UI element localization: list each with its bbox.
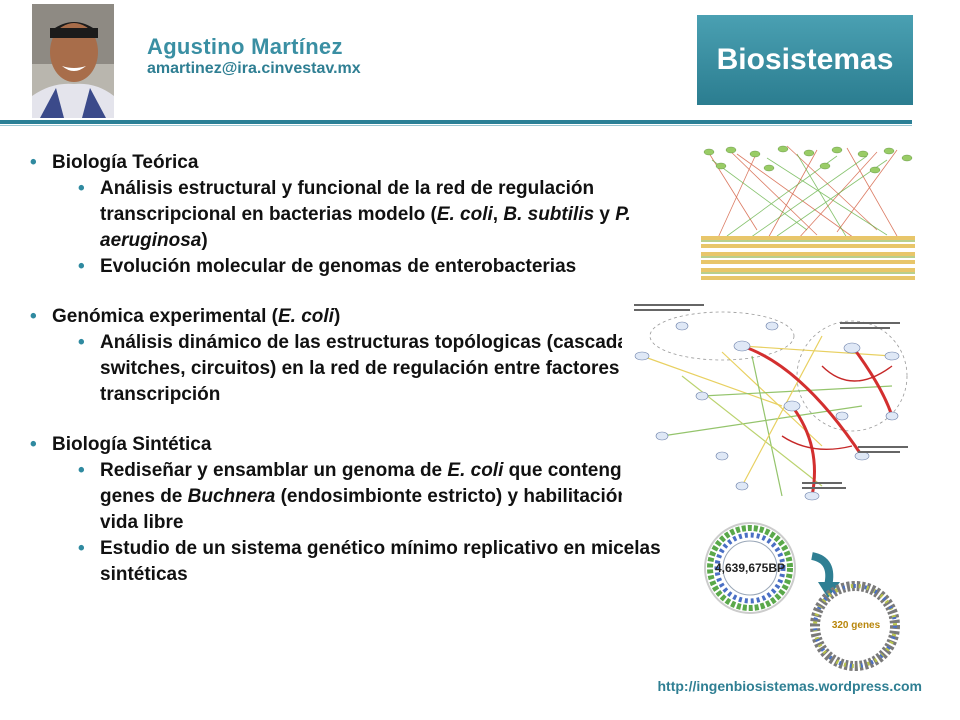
bullet-icon: • [78,332,85,353]
content-list: • Biología Teórica • Análisis estructura… [30,150,670,612]
bullet-icon: • [78,538,85,559]
portrait-photo-icon [32,4,114,118]
section-title: Genómica experimental (E. coli) [52,306,341,327]
header-divider-thin [0,125,912,126]
bullet-icon: • [78,178,85,199]
section-title: Biología Sintética [52,434,212,455]
list-item: • Análisis estructural y funcional de la… [78,176,670,254]
bullet-icon: • [30,434,37,455]
bullet-icon: • [30,152,37,173]
section-biologia-sintetica: • Biología Sintética • Rediseñar y ensam… [30,432,670,588]
bullet-icon: • [78,256,85,277]
header-divider [0,120,912,124]
minimal-genome-label: 320 genes [831,620,881,631]
transcription-factor-network-figure [622,296,920,508]
section-title: Biología Teórica [52,152,199,173]
genome-map-figure: 4,639,675BP 320 genes [700,516,900,676]
author-email[interactable]: amartinez@ira.cinvestav.mx [147,60,361,77]
genome-size-label: 4,639,675BP [714,561,786,575]
section-genomica-experimental: • Genómica experimental (E. coli) • Anál… [30,304,670,408]
regulatory-network-figure [697,140,919,288]
list-item: • Rediseñar y ensamblar un genoma de E. … [78,458,670,536]
list-item: • Evolución molecular de genomas de ente… [78,254,670,280]
author-name: Agustino Martínez [147,34,343,59]
bullet-icon: • [30,306,37,327]
brand-title: Biosistemas [697,15,913,105]
list-item: • Estudio de un sistema genético mínimo … [78,536,670,588]
website-link[interactable]: http://ingenbiosistemas.wordpress.com [657,678,923,694]
bullet-icon: • [78,460,85,481]
section-biologia-teorica: • Biología Teórica • Análisis estructura… [30,150,670,280]
list-item: • Análisis dinámico de las estructuras t… [78,330,670,408]
